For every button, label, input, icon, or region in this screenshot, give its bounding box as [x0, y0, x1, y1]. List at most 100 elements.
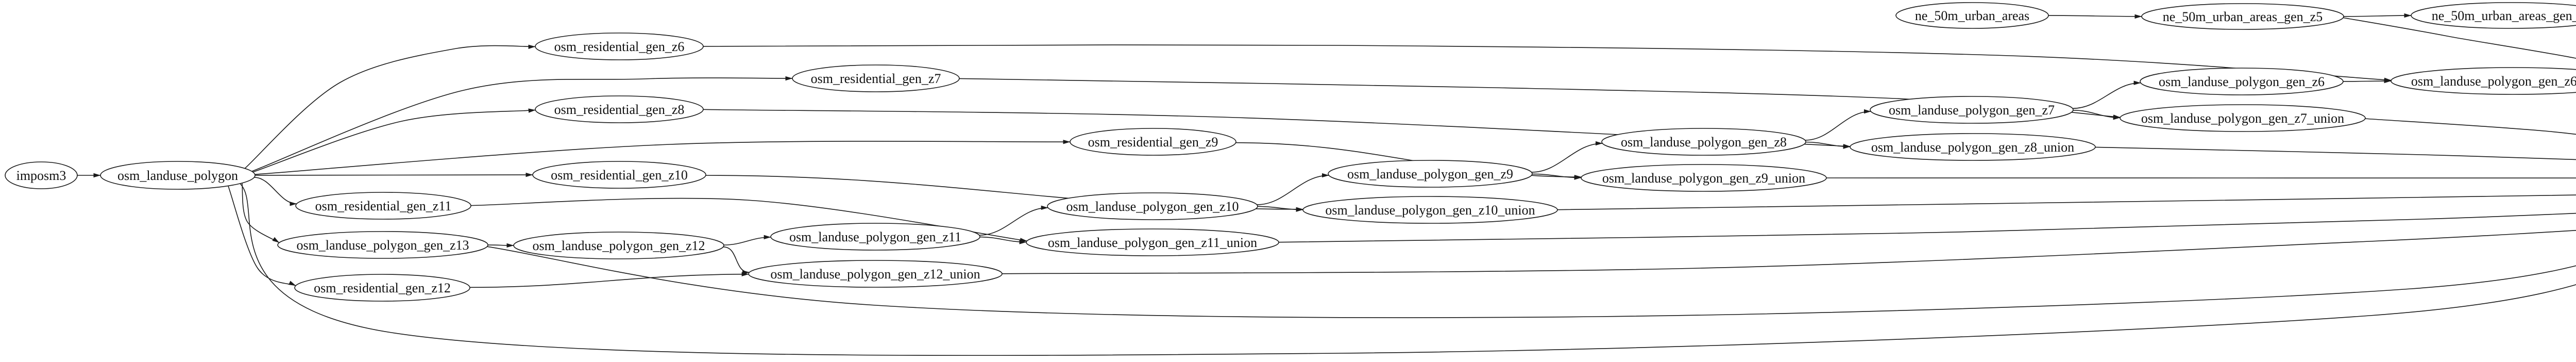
- edge-osm_landuse_polygon_gen_z12_union-to-layer_landuse-z12: [1002, 230, 2576, 274]
- edge-osm_landuse_polygon_gen_z13-to-layer_landuse-z13: [487, 246, 2576, 318]
- edge-osm_residential_gen_z6-to-osm_landuse_polygon_gen_z6_union: [703, 44, 2392, 83]
- node-label-ne_50m_urban_areas_gen_z4: ne_50m_urban_areas_gen_z4: [2432, 8, 2576, 23]
- node-osm_landuse_polygon_gen_z10_union: osm_landuse_polygon_gen_z10_union: [1302, 196, 1558, 224]
- node-osm_landuse_polygon_gen_z9_union: osm_landuse_polygon_gen_z9_union: [1581, 164, 1827, 192]
- node-osm_landuse_polygon_gen_z10: osm_landuse_polygon_gen_z10: [1047, 192, 1258, 220]
- node-shape-imposm3: [5, 161, 78, 189]
- node-shape-osm_residential_gen_z8: [535, 95, 704, 123]
- node-label-osm_landuse_polygon_gen_z12_union: osm_landuse_polygon_gen_z12_union: [770, 267, 980, 282]
- edges-layer: [77, 13, 2576, 356]
- node-ne_50m_urban_areas: ne_50m_urban_areas: [1895, 2, 2049, 29]
- node-osm_landuse_polygon_gen_z12: osm_landuse_polygon_gen_z12: [513, 232, 724, 259]
- node-shape-osm_landuse_polygon_gen_z7: [1870, 96, 2074, 124]
- node-label-osm_landuse_polygon: osm_landuse_polygon: [117, 168, 238, 183]
- edge-osm_landuse_polygon_gen_z10_union-to-layer_landuse-z10: [1557, 194, 2576, 210]
- node-osm_landuse_polygon_gen_z6: osm_landuse_polygon_gen_z6: [2140, 68, 2344, 95]
- edge-osm_landuse_polygon_gen_z7-to-osm_landuse_polygon_gen_z6: [2072, 80, 2141, 109]
- node-osm_residential_gen_z12: osm_residential_gen_z12: [294, 274, 470, 302]
- node-label-osm_residential_gen_z10: osm_residential_gen_z10: [551, 168, 688, 183]
- node-shape-osm_landuse_polygon_gen_z13: [277, 231, 488, 259]
- node-shape-osm_landuse_polygon_gen_z6: [2140, 68, 2344, 95]
- node-label-imposm3: imposm3: [16, 168, 66, 183]
- node-label-osm_landuse_polygon_gen_z9: osm_landuse_polygon_gen_z9: [1347, 167, 1513, 182]
- edge-osm_landuse_polygon_gen_z12-to-osm_landuse_polygon_gen_z11: [723, 235, 771, 245]
- node-shape-osm_landuse_polygon_gen_z11_union: [1026, 228, 1279, 256]
- node-osm_landuse_polygon_gen_z7_union: osm_landuse_polygon_gen_z7_union: [2120, 104, 2366, 132]
- node-shape-osm_residential_gen_z7: [792, 64, 960, 92]
- node-label-ne_50m_urban_areas_gen_z5: ne_50m_urban_areas_gen_z5: [2163, 9, 2323, 24]
- node-label-osm_landuse_polygon_gen_z9_union: osm_landuse_polygon_gen_z9_union: [1602, 171, 1805, 186]
- node-label-osm_landuse_polygon_gen_z11: osm_landuse_polygon_gen_z11: [789, 229, 961, 244]
- edge-osm_landuse_polygon_gen_z7_union-to-layer_landuse-z7: [2365, 118, 2576, 135]
- node-osm_landuse_polygon: osm_landuse_polygon: [100, 161, 256, 190]
- edge-ne_50m_urban_areas_gen_z5-to-layer_landuse-z5: [2343, 17, 2576, 59]
- node-shape-osm_landuse_polygon: [100, 161, 256, 190]
- node-label-osm_landuse_polygon_gen_z13: osm_landuse_polygon_gen_z13: [296, 238, 469, 253]
- node-osm_landuse_polygon_gen_z8_union: osm_landuse_polygon_gen_z8_union: [1850, 133, 2096, 161]
- node-shape-osm_landuse_polygon_gen_z10: [1047, 192, 1258, 220]
- edge-osm_landuse_polygon_gen_z11_union-to-layer_landuse-z11: [1278, 212, 2576, 243]
- node-label-osm_landuse_polygon_gen_z6_union: osm_landuse_polygon_gen_z6_union: [2411, 74, 2576, 89]
- node-label-osm_landuse_polygon_gen_z7_union: osm_landuse_polygon_gen_z7_union: [2141, 111, 2344, 126]
- edge-ne_50m_urban_areas_gen_z5-to-ne_50m_urban_areas_gen_z4: [2343, 13, 2412, 18]
- node-label-osm_residential_gen_z8: osm_residential_gen_z8: [554, 102, 685, 117]
- node-label-osm_landuse_polygon_gen_z11_union: osm_landuse_polygon_gen_z11_union: [1048, 235, 1257, 250]
- nodes-layer: imposm3 osm_landuse_polygon osm_residentia…: [5, 2, 2576, 302]
- node-label-osm_landuse_polygon_gen_z10: osm_landuse_polygon_gen_z10: [1066, 199, 1239, 214]
- node-shape-osm_landuse_polygon_gen_z12: [513, 232, 724, 259]
- edge-osm_landuse_polygon-to-osm_residential_gen_z7: [251, 76, 793, 172]
- node-osm_landuse_polygon_gen_z12_union: osm_landuse_polygon_gen_z12_union: [748, 260, 1003, 288]
- node-shape-osm_landuse_polygon_gen_z10_union: [1302, 196, 1558, 224]
- node-label-osm_landuse_polygon_gen_z12: osm_landuse_polygon_gen_z12: [532, 238, 705, 253]
- node-shape-ne_50m_urban_areas_gen_z4: [2411, 2, 2576, 29]
- node-shape-ne_50m_urban_areas: [1895, 2, 2049, 29]
- edge-osm_landuse_polygon-to-osm_residential_gen_z9: [255, 140, 1071, 175]
- node-shape-osm_residential_gen_z6: [535, 32, 704, 60]
- node-osm_residential_gen_z10: osm_residential_gen_z10: [532, 161, 706, 189]
- node-shape-osm_landuse_polygon_gen_z12_union: [748, 260, 1003, 288]
- node-shape-osm_residential_gen_z11: [295, 192, 471, 220]
- node-label-osm_landuse_polygon_gen_z6: osm_landuse_polygon_gen_z6: [2159, 74, 2325, 89]
- node-label-osm_residential_gen_z7: osm_residential_gen_z7: [811, 71, 941, 86]
- node-label-osm_landuse_polygon_gen_z8: osm_landuse_polygon_gen_z8: [1621, 135, 1787, 150]
- node-label-osm_landuse_polygon_gen_z8_union: osm_landuse_polygon_gen_z8_union: [1871, 140, 2074, 155]
- node-osm_landuse_polygon_gen_z6_union: osm_landuse_polygon_gen_z6_union: [2391, 67, 2576, 95]
- node-label-osm_residential_gen_z12: osm_residential_gen_z12: [314, 281, 451, 295]
- edge-osm_landuse_polygon-to-osm_residential_gen_z12: [228, 186, 296, 286]
- node-shape-osm_residential_gen_z12: [294, 274, 470, 302]
- node-imposm3: imposm3: [5, 161, 78, 189]
- node-osm_residential_gen_z9: osm_residential_gen_z9: [1070, 128, 1236, 156]
- edge-ne_50m_urban_areas-to-ne_50m_urban_areas_gen_z5: [2048, 14, 2142, 19]
- node-osm_landuse_polygon_gen_z7: osm_landuse_polygon_gen_z7: [1870, 96, 2074, 124]
- node-shape-ne_50m_urban_areas_gen_z5: [2141, 3, 2344, 30]
- node-label-ne_50m_urban_areas: ne_50m_urban_areas: [1915, 8, 2029, 23]
- node-shape-osm_landuse_polygon_gen_z7_union: [2120, 104, 2366, 132]
- node-shape-osm_landuse_polygon_gen_z11: [770, 223, 980, 251]
- edge-osm_residential_gen_z12-to-osm_landuse_polygon_gen_z12_union: [469, 272, 749, 288]
- node-osm_landuse_polygon_gen_z11_union: osm_landuse_polygon_gen_z11_union: [1026, 228, 1279, 256]
- node-osm_landuse_polygon_gen_z13: osm_landuse_polygon_gen_z13: [277, 231, 488, 259]
- edge-osm_landuse_polygon_gen_z11-to-osm_landuse_polygon_gen_z10: [979, 205, 1048, 236]
- node-label-osm_residential_gen_z6: osm_residential_gen_z6: [554, 39, 685, 54]
- node-label-osm_landuse_polygon_gen_z7: osm_landuse_polygon_gen_z7: [1889, 103, 2055, 118]
- node-shape-osm_landuse_polygon_gen_z8_union: [1850, 133, 2096, 161]
- node-osm_landuse_polygon_gen_z11: osm_landuse_polygon_gen_z11: [770, 223, 980, 251]
- node-label-osm_residential_gen_z9: osm_residential_gen_z9: [1088, 135, 1218, 150]
- node-shape-osm_residential_gen_z9: [1070, 128, 1236, 156]
- edge-osm_landuse_polygon_gen_z8_union-to-layer_landuse-z8: [2095, 146, 2576, 160]
- node-label-osm_residential_gen_z11: osm_residential_gen_z11: [315, 199, 452, 213]
- node-osm_residential_gen_z8: osm_residential_gen_z8: [535, 95, 704, 123]
- edge-osm_landuse_polygon_gen_z12-to-osm_landuse_polygon_gen_z12_union: [723, 246, 750, 275]
- edge-osm_landuse_polygon-to-layer_landuse-z14+: [240, 183, 2576, 356]
- node-shape-osm_landuse_polygon_gen_z9: [1328, 160, 1533, 188]
- edge-osm_landuse_polygon_gen_z8-to-osm_landuse_polygon_gen_z7: [1805, 109, 1871, 141]
- node-osm_landuse_polygon_gen_z9: osm_landuse_polygon_gen_z9: [1328, 160, 1533, 188]
- node-label-osm_landuse_polygon_gen_z10_union: osm_landuse_polygon_gen_z10_union: [1325, 203, 1535, 218]
- edge-osm_landuse_polygon-to-osm_residential_gen_z11: [254, 177, 297, 206]
- edge-osm_landuse_polygon-to-osm_landuse_polygon_gen_z13: [242, 183, 280, 243]
- node-osm_residential_gen_z7: osm_residential_gen_z7: [792, 64, 960, 92]
- edge-osm_landuse_polygon-to-osm_residential_gen_z6: [244, 44, 536, 169]
- edge-osm_landuse_polygon_gen_z10-to-osm_landuse_polygon_gen_z9: [1257, 173, 1329, 205]
